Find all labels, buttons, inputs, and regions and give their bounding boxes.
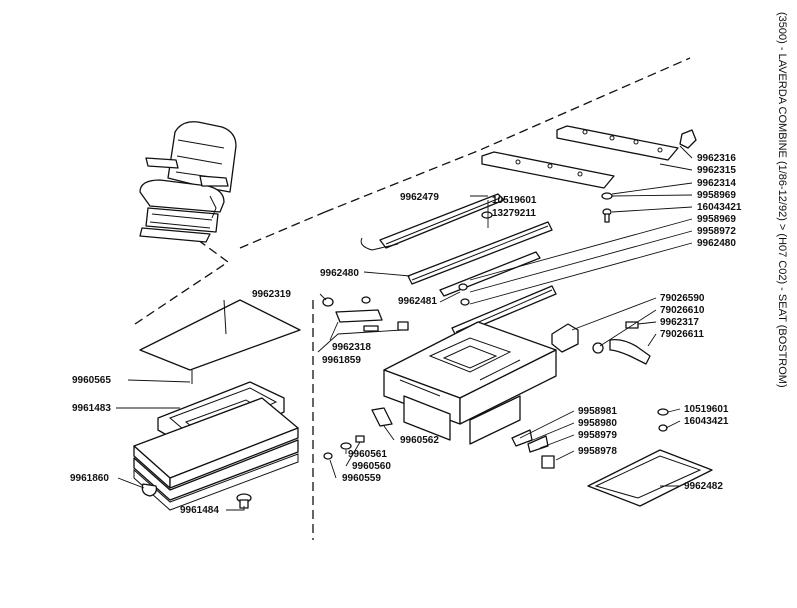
label-9962481: 9962481 — [398, 296, 437, 307]
label-79026610: 79026610 — [660, 305, 705, 316]
washer-bolt — [601, 192, 613, 223]
label-9960559: 9960559 — [342, 473, 381, 484]
part-labels: 9962316 9962315 9962314 9958969 16043421… — [70, 153, 742, 516]
label-9960560: 9960560 — [352, 461, 391, 472]
suspension-mechanism — [383, 321, 557, 445]
label-9960561: 9960561 — [348, 449, 387, 460]
label-16043421-b: 16043421 — [684, 416, 729, 427]
label-9962482: 9962482 — [684, 481, 723, 492]
handle-grip — [679, 129, 697, 149]
base-platform — [133, 397, 299, 511]
label-9958969-a: 9958969 — [697, 190, 736, 201]
leader-lines — [116, 145, 693, 511]
label-9962317: 9962317 — [660, 317, 699, 328]
slide-rail-9962479 — [360, 193, 505, 251]
label-79026590: 79026590 — [660, 293, 705, 304]
label-9958980: 9958980 — [578, 418, 617, 429]
label-9958981: 9958981 — [578, 406, 617, 417]
knob-part — [236, 493, 252, 509]
label-16043421-a: 16043421 — [697, 202, 742, 213]
label-9962319: 9962319 — [252, 289, 291, 300]
top-plate-lower — [481, 151, 615, 189]
assembly-boundary — [131, 57, 691, 540]
rail-fasteners — [458, 211, 493, 306]
label-9962318: 9962318 — [332, 342, 371, 353]
label-13279211: 13279211 — [492, 208, 536, 219]
slide-rail-9962480 — [407, 221, 553, 285]
label-9960562: 9960562 — [400, 435, 439, 446]
seat-assembly-illustration — [139, 121, 237, 243]
gas-spring — [322, 296, 409, 332]
adjuster-bracket — [551, 323, 579, 353]
cushion-plate — [139, 299, 301, 384]
label-10519601-a: 10519601 — [492, 195, 537, 206]
label-9958979: 9958979 — [578, 430, 617, 441]
label-9962314: 9962314 — [697, 178, 736, 189]
label-9962480-a: 9962480 — [697, 238, 736, 249]
label-9958978: 9958978 — [578, 446, 617, 457]
label-9960565: 9960565 — [72, 375, 111, 386]
label-9962480-b: 9962480 — [320, 268, 359, 279]
label-9962479: 9962479 — [400, 192, 439, 203]
label-9962315: 9962315 — [697, 165, 736, 176]
label-9961860: 9961860 — [70, 473, 109, 484]
label-9961483: 9961483 — [72, 403, 111, 414]
label-10519601-b: 10519601 — [684, 404, 729, 415]
top-plate-upper — [556, 125, 679, 161]
label-79026611: 79026611 — [660, 329, 704, 340]
label-9961859: 9961859 — [322, 355, 361, 366]
label-9962316: 9962316 — [697, 153, 736, 164]
small-hardware — [323, 407, 393, 460]
clip-part — [141, 483, 158, 497]
label-9958969-b: 9958969 — [697, 214, 736, 225]
bottom-plate — [587, 408, 713, 507]
label-9958972: 9958972 — [697, 226, 736, 237]
latch-parts — [511, 429, 555, 469]
label-9961484: 9961484 — [180, 505, 219, 516]
adjuster-lever — [592, 321, 651, 365]
diagram-title: (3500) - LAVERDA COMBINE (1/86-12/92) > … — [776, 12, 788, 388]
